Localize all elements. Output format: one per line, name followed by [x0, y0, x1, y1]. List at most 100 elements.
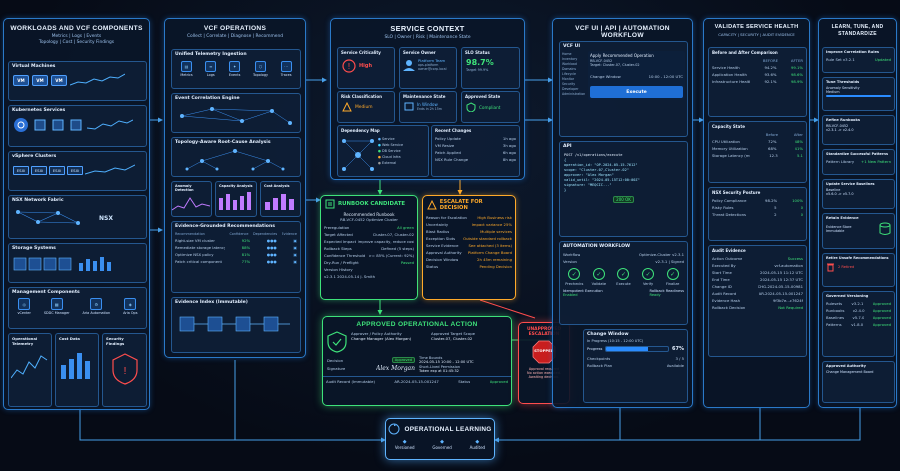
cube-icon: [52, 119, 64, 131]
threshold-slider[interactable]: [826, 95, 891, 97]
runbook-doc-icon: [325, 199, 335, 209]
change-name: VM Resize: [435, 143, 455, 148]
tune-thresholds[interactable]: Tune Thresholds Anomaly Sensitivity Medi…: [822, 77, 895, 111]
std-title: Standardize Successful Patterns: [826, 152, 888, 156]
dep-title: Dependency Map: [341, 128, 380, 133]
retain-evidence[interactable]: Retain Evidence Evidence Store Immutable: [822, 213, 895, 249]
unapproved-title: UNAPPROVED ESCALATION: [526, 327, 562, 337]
standardize-patterns[interactable]: Standardize Successful Patterns Pattern …: [822, 149, 895, 175]
authority-title: Approved Authority: [826, 364, 866, 368]
anomaly-detection-box[interactable]: Anomaly Detection: [171, 181, 212, 217]
operational-learning-panel[interactable]: OPERATIONAL LEARNING ◆Versioned ◆Governe…: [385, 418, 495, 460]
ui-menu-item[interactable]: Administration: [562, 92, 586, 96]
ui-menu-item[interactable]: Inventory: [562, 57, 578, 61]
mgmt-item[interactable]: ⚙Aria Automation: [83, 298, 110, 315]
capacity-analysis-box[interactable]: Capacity Analysis: [215, 181, 257, 217]
api-line: approver: "Alex Morgan": [564, 173, 614, 177]
storage-section[interactable]: Storage Systems: [8, 243, 147, 283]
api-line: POST /v1/operations/execute: [564, 153, 623, 157]
ui-menu-item[interactable]: Monitor: [562, 77, 575, 81]
update-baselines[interactable]: Update Service Baselines Baseline v5.6.0…: [822, 179, 895, 209]
maintenance-card[interactable]: Maintenance State In Window Ends in 2h 1…: [399, 91, 457, 123]
runbook-candidate-panel[interactable]: RUNBOOK CANDIDATE Recommended Runbook RB…: [320, 195, 418, 300]
cost-data-box[interactable]: Cost Data: [55, 333, 99, 407]
step-label: Execute: [616, 282, 631, 286]
approved-authority[interactable]: Approved Authority Change Management Boa…: [822, 361, 895, 403]
evidence-recommendations-section[interactable]: Evidence-Grounded Recommendations Recomm…: [171, 221, 301, 293]
correlation-section[interactable]: Event Correlation Engine: [171, 93, 301, 133]
workflow-step[interactable]: ✓Prechecks: [562, 268, 587, 286]
change-window-section[interactable]: Change Window In Progress (10:15 - 12:00…: [583, 329, 688, 403]
evidence-confidence: 77%: [241, 259, 251, 264]
change-title: Change Window: [587, 332, 629, 337]
ui-menu-item[interactable]: Home: [562, 52, 572, 56]
workflow-step[interactable]: ✓Finalize: [660, 268, 685, 286]
criticality-card[interactable]: Service Criticality ! High: [337, 47, 395, 89]
retire-unsafe[interactable]: Retire Unsafe Recommendations 2 Retired: [822, 253, 895, 287]
vsphere-section[interactable]: vSphere Clusters ESXi ESXi ESXi ESXi: [8, 151, 147, 191]
ingestion-section[interactable]: Unified Telemetry Ingestion ▤Metrics ≡Lo…: [171, 49, 301, 89]
unapproved-note: Approval required: [528, 367, 560, 371]
approved-state-card[interactable]: Approved State Compliant: [461, 91, 520, 123]
mgmt-item[interactable]: ▦SDDC Manager: [44, 298, 70, 315]
rca-section[interactable]: Topology-Aware Root-Cause Analysis: [171, 137, 301, 177]
cost-analysis-box[interactable]: Cost Analysis: [260, 181, 301, 217]
telemetry-box[interactable]: Operational Telemetry: [8, 333, 52, 407]
api-section[interactable]: API POST /v1/operations/execute { operat…: [559, 141, 688, 237]
workflow-step[interactable]: ✓Verify: [636, 268, 661, 286]
candidate-recommended: Recommended Runbook: [343, 212, 395, 217]
mgmt-item[interactable]: ◎vCenter: [17, 298, 31, 315]
approved-action-panel[interactable]: APPROVED OPERATIONAL ACTION Approver / P…: [322, 316, 512, 406]
workflow-step[interactable]: ✓Execute: [611, 268, 636, 286]
refine-runbooks[interactable]: Refine Runbooks RB-VCF-0452 v2.3.1 -> v2…: [822, 115, 895, 145]
correlation-graph-icon: [180, 107, 292, 125]
vm-section[interactable]: Virtual Machines VM VM VM: [8, 61, 147, 101]
owner-card[interactable]: Service Owner Platform Team ops-platform…: [399, 47, 457, 89]
risk-card[interactable]: Risk Classification Medium: [337, 91, 395, 123]
vm-section-title: Virtual Machines: [12, 64, 56, 69]
approver-label: Approver / Policy Authority: [351, 331, 402, 336]
mgmt-section[interactable]: Management Components ◎vCenter ▦SDDC Man…: [8, 287, 147, 329]
ui-menu-item[interactable]: Workload Domains: [562, 62, 577, 71]
ui-menu-item[interactable]: Developer: [562, 87, 579, 91]
k8s-section[interactable]: Kubernetes Services: [8, 105, 147, 147]
refine-ver: v2.3.1 -> v2.4.0: [826, 128, 854, 132]
ui-menu-item[interactable]: Security: [562, 82, 576, 86]
slo-card[interactable]: SLO Status 98.7% Target 99.9%: [461, 47, 520, 89]
rollback-label: Rollback Readiness: [649, 289, 684, 293]
workflow-step[interactable]: ✓Validate: [587, 268, 612, 286]
security-findings-box[interactable]: Security Findings !: [102, 333, 147, 407]
nsx-section[interactable]: NSX Network Fabric NSX: [8, 195, 147, 239]
ui-menu-item[interactable]: Lifecycle: [562, 72, 576, 76]
dependency-map[interactable]: Dependency Map ● Service ● Web Service ●…: [337, 125, 429, 177]
vcf-ui-window[interactable]: VCF UI Home Inventory Workload Domains L…: [559, 41, 688, 137]
escalate-panel[interactable]: ESCALATE FOR DECISION Reason for Escalat…: [422, 195, 516, 300]
mgmt-item[interactable]: ◈Aria Ops: [123, 298, 137, 315]
alert-circle-icon: !: [342, 59, 356, 73]
maint-value: In Window: [417, 101, 438, 107]
escalate-title: ESCALATE FOR DECISION: [439, 199, 483, 211]
improve-rules[interactable]: Improve Correlation Rules Rule Set v3.2.…: [822, 47, 895, 73]
execute-button[interactable]: Execute: [590, 86, 683, 98]
svg-text:!: !: [348, 62, 350, 71]
evidence-index-section[interactable]: Evidence Index (Immutable): [171, 297, 301, 353]
